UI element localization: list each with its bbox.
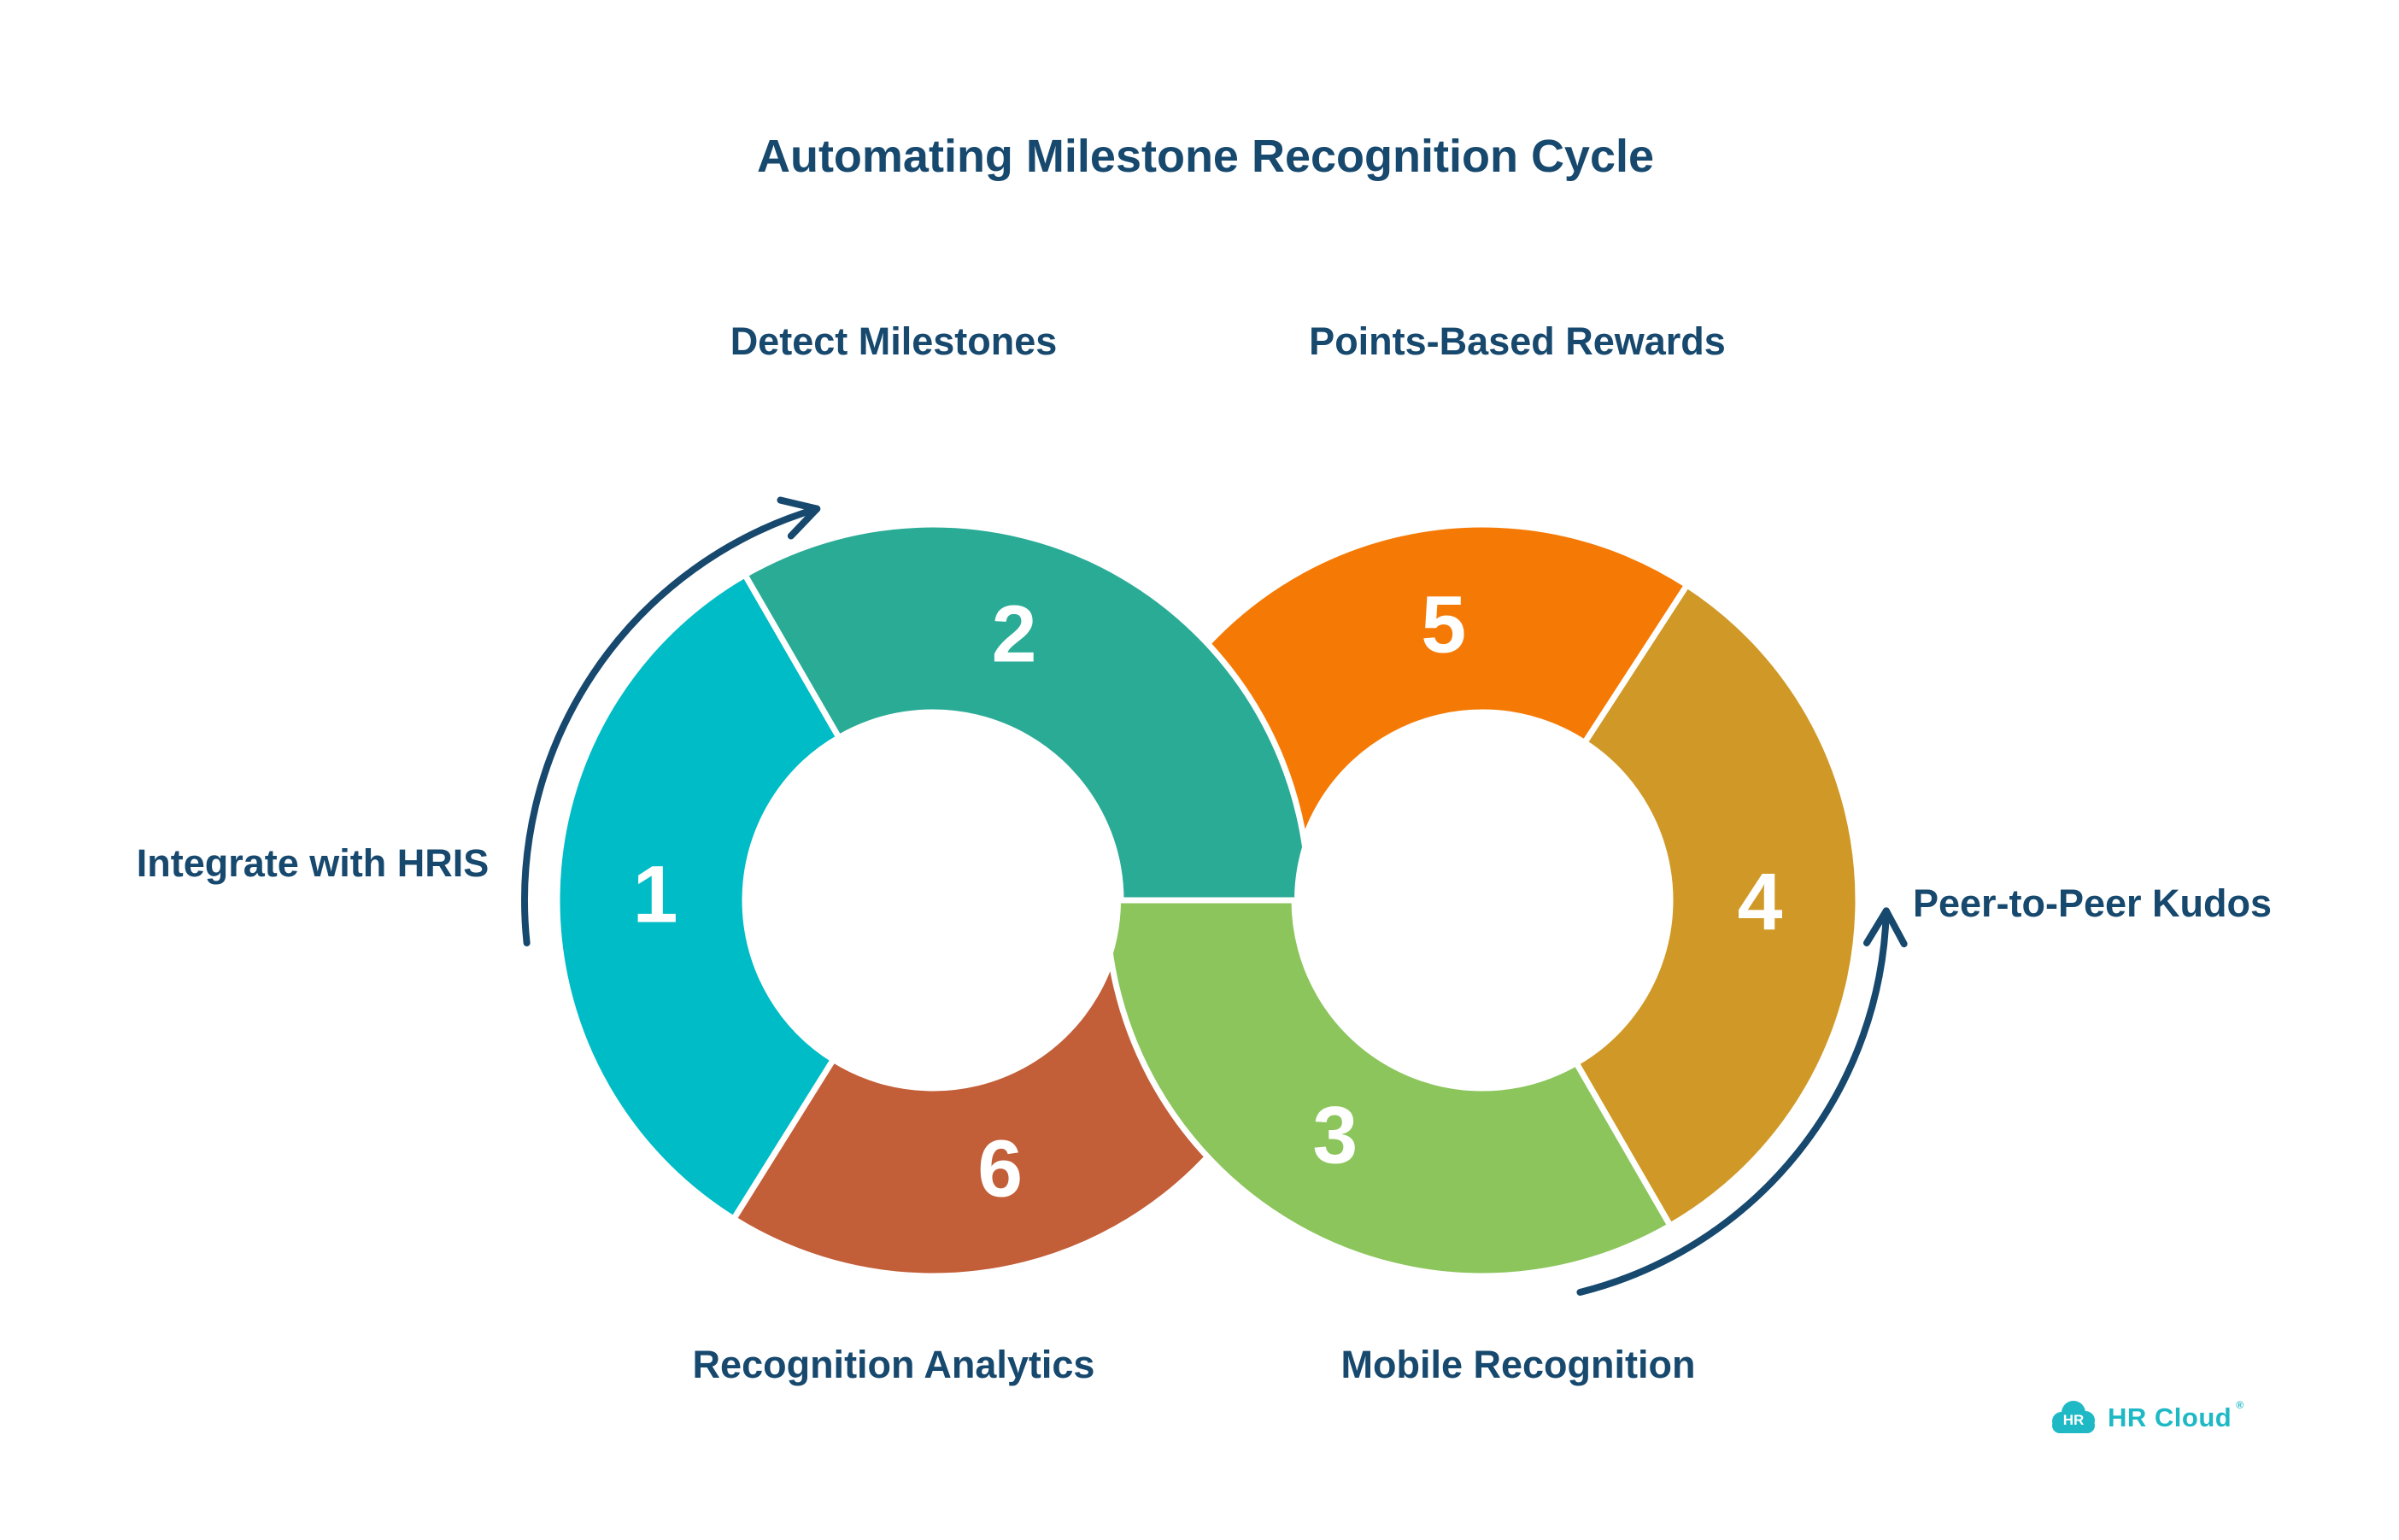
label-integrate-with-hris: Integrate with HRIS: [136, 841, 490, 885]
hr-cloud-wordmark: HR Cloud: [2108, 1402, 2232, 1432]
hr-cloud-icon-text: HR: [2063, 1412, 2085, 1428]
label-mobile-recognition: Mobile Recognition: [1340, 1343, 1696, 1386]
arrowhead-icon: [1862, 907, 1908, 948]
registered-trademark-mark: ®: [2236, 1399, 2244, 1411]
segment-number-1: 1: [632, 849, 678, 940]
hr-cloud-logo: HR HR Cloud ®: [2047, 1397, 2244, 1438]
flow-arrow-bottom-right: [1576, 907, 1890, 1296]
segment-number-3: 3: [1312, 1090, 1358, 1181]
label-points-based-rewards: Points-Based Rewards: [1309, 319, 1726, 363]
ring-segment-3: [1103, 897, 1674, 1279]
page-title: Automating Milestone Recognition Cycle: [756, 131, 1655, 182]
segment-number-2: 2: [991, 588, 1037, 680]
arrowhead-icon: [777, 496, 821, 540]
label-detect-milestones: Detect Milestones: [730, 319, 1058, 363]
hr-cloud-icon: HR: [2052, 1401, 2095, 1433]
label-recognition-analytics: Recognition Analytics: [692, 1343, 1095, 1386]
segment-number-4: 4: [1737, 857, 1783, 948]
ring-hole-left: [745, 712, 1121, 1088]
segment-number-5: 5: [1421, 579, 1467, 670]
label-peer-to-peer-kudos: Peer-to-Peer Kudos: [1912, 881, 2273, 925]
segment-number-6: 6: [977, 1123, 1024, 1215]
flow-arrow-top-left: [521, 505, 821, 946]
ring-hole-right: [1294, 712, 1670, 1088]
